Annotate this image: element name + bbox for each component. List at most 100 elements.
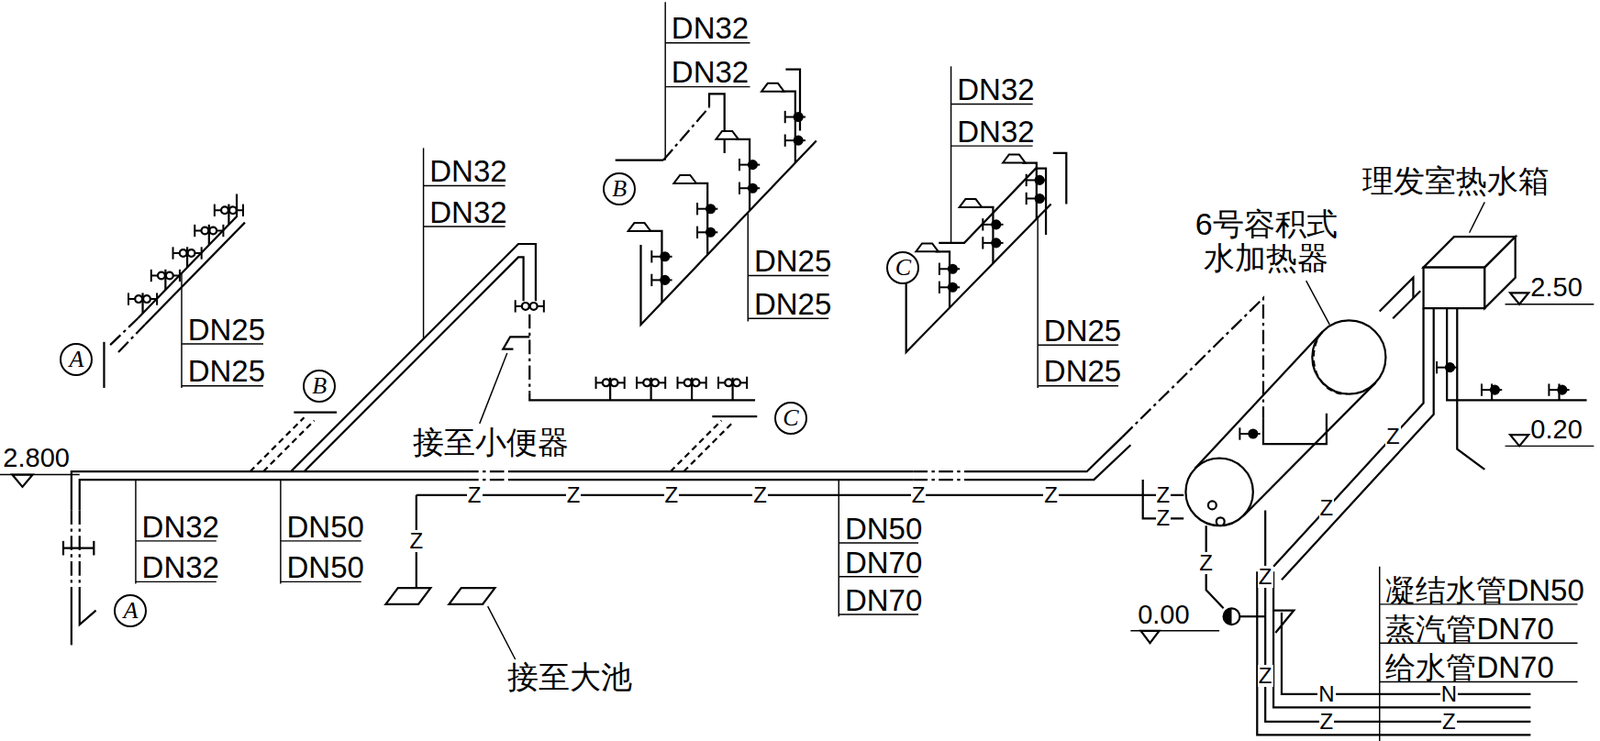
pipe-line	[543, 300, 545, 312]
pipe-symbol	[991, 238, 1000, 247]
pipe-symbol	[1248, 430, 1257, 439]
pipe-line	[906, 204, 1052, 353]
pipe-symbol	[179, 249, 188, 257]
callout-letter: A	[122, 599, 138, 623]
callout-circle: A	[59, 343, 93, 377]
pipe-code: Z	[1043, 484, 1059, 507]
pipe-symbol	[530, 302, 538, 311]
pipe-line	[745, 377, 748, 389]
pipe-symbol	[1216, 517, 1225, 526]
pipe-symbol	[748, 160, 757, 169]
pipe-line	[180, 273, 182, 389]
pipe-symbol	[724, 378, 733, 387]
callout-circle: C	[774, 401, 808, 435]
pipe-line	[664, 1, 666, 161]
pipe-symbol	[948, 265, 957, 274]
elevation-mark: 0.00	[1137, 601, 1189, 629]
pipe-size: DN25	[1044, 355, 1122, 387]
pipe-symbol	[1185, 458, 1253, 526]
pipe-line	[63, 547, 94, 550]
note-text: 接至大池	[507, 661, 633, 693]
pipe-code: Z	[911, 484, 927, 507]
callout-circle: C	[886, 251, 920, 285]
pipe-size: DN32	[142, 511, 220, 543]
pipe-line	[1547, 383, 1550, 396]
pipe-line	[747, 211, 749, 322]
pipe-size: DN25	[188, 355, 266, 387]
pipe-code: Z	[1198, 552, 1214, 575]
pipe-size: DN32	[956, 74, 1034, 105]
callout-letter: B	[311, 374, 327, 399]
pipe-line	[717, 377, 720, 389]
pipe-line	[479, 353, 508, 424]
pipe-line	[1002, 155, 1025, 164]
pipe-code: Z	[1155, 484, 1172, 507]
pipe-line	[110, 318, 138, 345]
pipe-line	[1423, 267, 1486, 310]
pipe-line	[102, 342, 105, 389]
pipe-symbol	[143, 295, 151, 303]
elevation-mark: 2.50	[1530, 274, 1582, 301]
pipe-line	[1273, 611, 1294, 634]
pump-symbol	[1223, 608, 1233, 625]
pipe-symbol	[1313, 332, 1347, 395]
pipe-line	[213, 204, 216, 217]
pipe-line	[263, 421, 315, 473]
pipe-line	[738, 158, 741, 171]
pipe-code: N	[1317, 683, 1335, 706]
pipe-line	[118, 324, 145, 353]
pipe-line	[912, 478, 965, 481]
pipe-line	[934, 251, 950, 308]
pipe-line	[1273, 308, 1424, 567]
pipe-symbol	[748, 184, 757, 193]
pipe-symbol	[651, 378, 659, 387]
pipe-symbol	[733, 378, 741, 387]
pipe-line	[738, 182, 741, 195]
pipe-line	[981, 218, 984, 231]
pipe-code: Z	[664, 484, 680, 507]
pipe-line	[1379, 277, 1414, 312]
pipe-symbol	[643, 378, 651, 387]
pipe-line	[663, 107, 710, 161]
pipe-line	[416, 494, 1184, 497]
pipe-size: 给水管DN70	[1385, 652, 1554, 683]
pipe-symbol	[209, 227, 217, 235]
pipe-line	[693, 183, 709, 256]
pipe-line	[673, 175, 696, 184]
pipe-line	[1505, 303, 1595, 305]
pipe-line	[529, 392, 756, 400]
pipe-line	[193, 224, 196, 237]
pipe-line	[464, 478, 511, 481]
pipe-line	[70, 587, 73, 645]
pipe-line	[981, 236, 984, 249]
pipe-line	[709, 93, 725, 154]
pipe-line	[696, 202, 699, 215]
pipe-symbol	[948, 283, 957, 292]
pipe-symbol	[684, 378, 692, 387]
pipe-line	[464, 470, 511, 473]
pipe-symbol	[1557, 386, 1567, 395]
pipe-line	[1505, 445, 1595, 447]
pipe-line	[1392, 290, 1421, 319]
pipe-line	[761, 83, 784, 92]
pipe-line	[144, 222, 245, 325]
pipe-line	[912, 470, 965, 473]
pipe-line	[1194, 332, 1323, 469]
pipe-line	[1510, 292, 1529, 304]
pipe-line	[488, 606, 516, 660]
pipe-line	[735, 139, 751, 212]
pipe-line	[510, 470, 913, 473]
note-text: 接至小便器	[412, 426, 569, 458]
pipe-line	[510, 478, 913, 481]
pipe-symbol	[229, 206, 237, 214]
pipe-line	[1122, 298, 1263, 437]
pipe-line	[242, 204, 245, 217]
pipe-size: DN50	[844, 513, 923, 545]
callout-letter: C	[895, 255, 912, 280]
pipe-size: DN32	[142, 552, 220, 583]
pipe-line	[715, 131, 738, 140]
pipe-code: Z	[1385, 425, 1401, 448]
pipe-line	[595, 377, 598, 389]
pipe-size: DN25	[754, 245, 832, 277]
pipe-symbol	[692, 378, 700, 387]
